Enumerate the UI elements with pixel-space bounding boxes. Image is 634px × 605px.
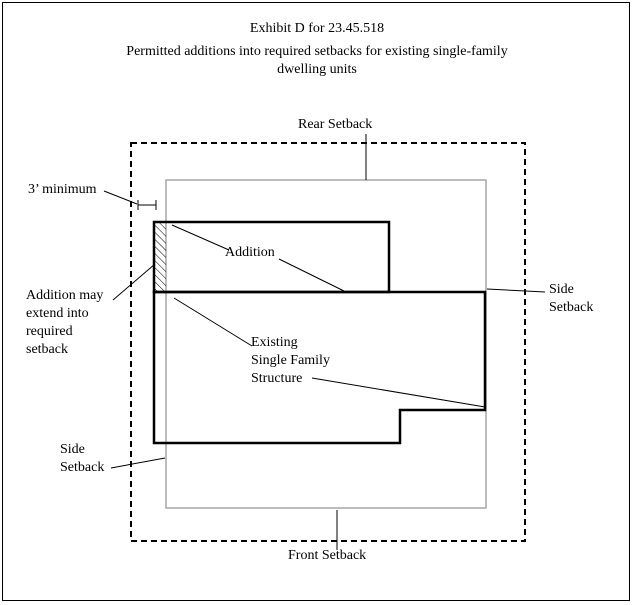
addition-may-label-line-2: extend into [26,306,89,321]
existing-structure-label-line-2: Single Family [251,353,330,368]
existing-structure-outline [152,290,487,445]
side-setback-left-label-line-2: Setback [60,460,105,475]
addition-may-label-line-4: setback [26,342,68,357]
rear-setback-label: Rear Setback [298,117,373,132]
side-setback-right-label-line-2: Setback [549,300,594,315]
side-setback-left-label-line-1: Side [60,442,85,457]
existing-structure-label-line-1: Existing [251,335,298,350]
minimum-leader [103,190,138,205]
side-setback-right-label-line-1: Side [549,282,574,297]
exhibit-subtitle-line-2: dwelling units [277,62,357,77]
required-setback-line [165,179,487,509]
setback-encroachment-hatch [154,222,166,292]
addition-may-label-line-3: required [26,324,73,339]
side-setback-right-leader [486,288,546,293]
existing-leader-upper [173,297,253,347]
existing-leader-lower [311,377,486,408]
lot-boundary [130,142,526,542]
addition-leader-upper [171,224,230,251]
minimum-label: 3’ minimum [28,182,97,197]
front-setback-label: Front Setback [288,548,367,563]
existing-structure-label-line-3: Structure [251,371,303,386]
addition-may-label-line-1: Addition may [26,288,104,303]
side-setback-left-leader [110,457,166,469]
addition-may-leader [112,263,156,301]
addition-leader-lower [278,258,345,292]
exhibit-subtitle-line-1: Permitted additions into required setbac… [126,44,508,59]
addition-label: Addition [225,245,275,260]
exhibit-title: Exhibit D for 23.45.518 [249,21,385,36]
